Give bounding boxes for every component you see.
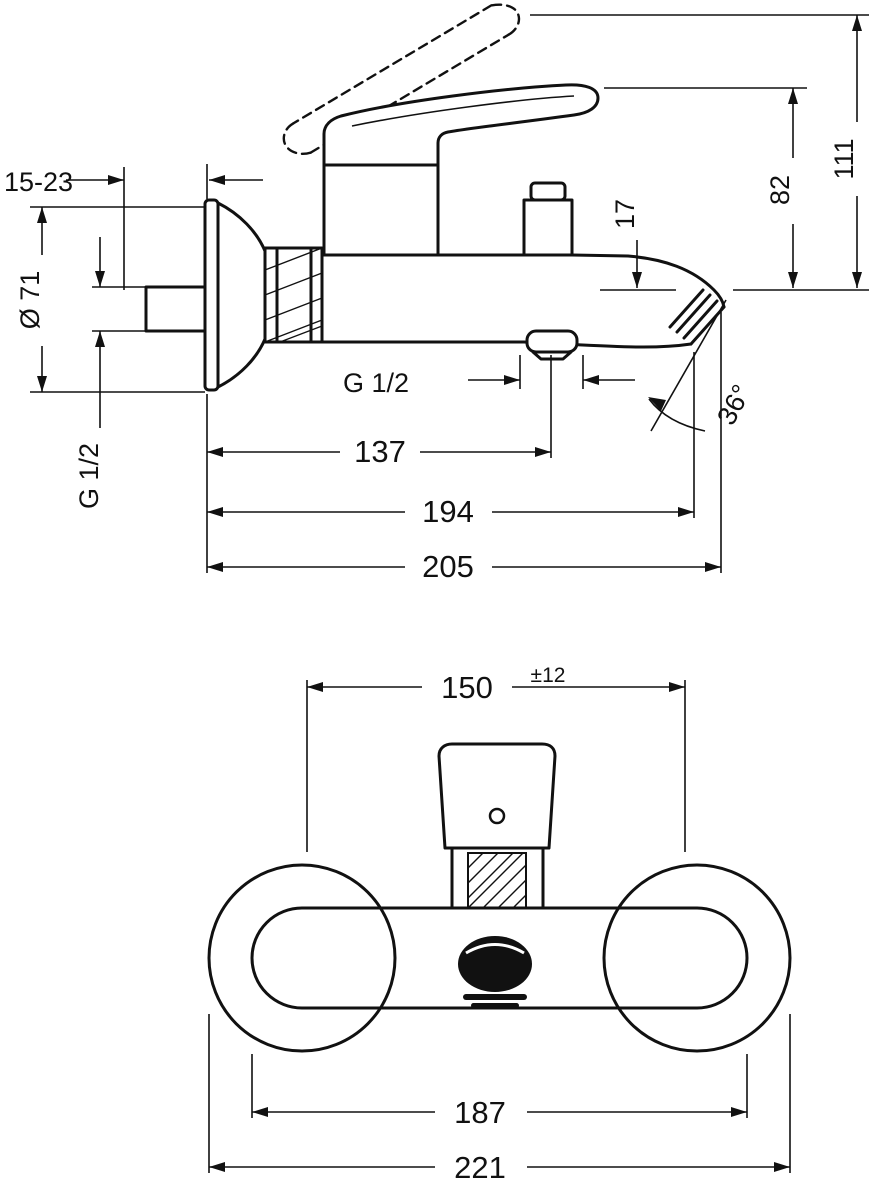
shower-outlet-body (522, 198, 574, 257)
arrowheads-front (209, 682, 790, 1172)
spout-angle-arc (648, 398, 706, 432)
escutcheon-cone (216, 201, 267, 389)
dim-connection-distance: 150 (441, 670, 493, 705)
handle-lever-detail (351, 95, 575, 127)
check-valve (525, 329, 579, 354)
dim-wall-depth: 15-23 (4, 167, 73, 197)
hatch-lines-cartridge (467, 852, 527, 909)
escutcheon-plate (203, 198, 220, 392)
right-escutcheon (602, 863, 792, 1053)
extension-lines-front (208, 680, 791, 1173)
dim-spout-angle: 36° (711, 380, 757, 430)
dim-body-width: 187 (454, 1095, 506, 1130)
dim-connection-tolerance: ±12 (531, 664, 566, 687)
union-nut (263, 246, 324, 344)
extension-lines-side (30, 14, 869, 573)
dim-outlet-drop: 17 (610, 199, 640, 229)
dim-height-to-handle: 82 (765, 175, 795, 205)
dim-overall-width: 221 (454, 1150, 506, 1185)
spout-angle-line (650, 299, 727, 432)
shower-outlet-cap (529, 181, 567, 202)
union-nut-edges (275, 246, 313, 344)
handle-base (322, 163, 440, 257)
handle-screw-hole (488, 807, 506, 825)
dim-spout-reach: 137 (354, 434, 406, 469)
left-escutcheon (207, 863, 397, 1053)
front-view-drawing (207, 742, 792, 1053)
mixer-body-spout (320, 253, 726, 349)
dim-spout-thread: G 1/2 (343, 368, 409, 398)
dimension-lines-front (209, 686, 790, 1168)
dim-wall-thread: G 1/2 (74, 443, 104, 509)
dim-escutcheon-diameter: Ø 71 (15, 271, 45, 330)
handle-front (437, 742, 557, 850)
dim-length-mid: 194 (422, 494, 474, 529)
dim-height-overall: 111 (829, 138, 859, 179)
spout-outlet-stripes (668, 288, 719, 340)
check-valve-lip (531, 350, 573, 361)
hatch-lines-nut (264, 247, 323, 343)
handle-lever (322, 83, 600, 167)
handle-neck (450, 846, 545, 910)
side-view-drawing (144, 3, 726, 392)
wall-connection-stub (144, 285, 208, 333)
arrowheads-side (37, 15, 862, 572)
side-view-dimensions: 15-23 Ø 71 G 1/2 17 82 111 G 1/2 36° 137… (4, 14, 869, 584)
dim-length-overall: 205 (422, 549, 474, 584)
spout-outlet-front (458, 936, 532, 1008)
front-view-dimensions: 150 ±12 187 221 (208, 664, 791, 1185)
